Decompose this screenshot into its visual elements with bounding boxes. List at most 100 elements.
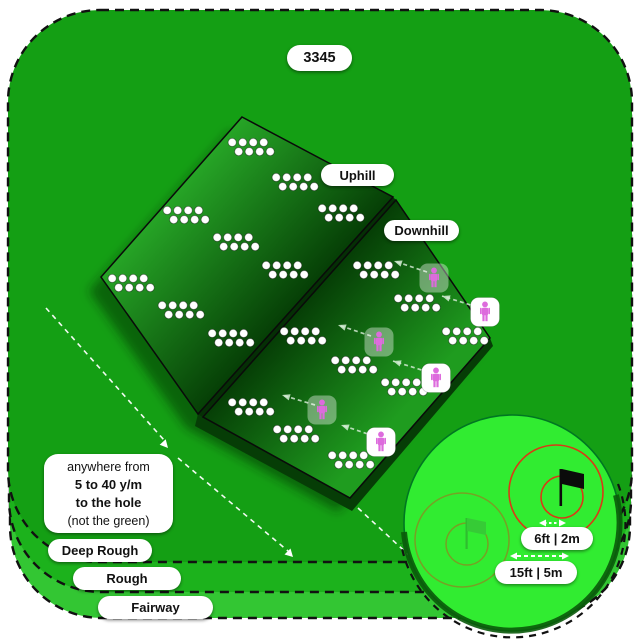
golf-ball [234, 147, 244, 157]
note-line-2: 5 to 40 y/m [74, 476, 143, 492]
golf-ball [278, 182, 288, 192]
downhill-label: Downhill [384, 220, 459, 241]
golf-ball [292, 172, 302, 182]
golf-ball [334, 213, 344, 223]
golf-ball [286, 336, 296, 346]
golf-ball [304, 424, 314, 434]
flag-pole [559, 469, 563, 506]
ball-cluster [271, 172, 319, 192]
golf-ball [173, 205, 183, 215]
golf-ball [310, 434, 320, 444]
golf-ball [235, 338, 245, 348]
person-icon [431, 367, 441, 388]
golf-ball [363, 260, 373, 270]
golf-ball [271, 172, 281, 182]
golf-ball [380, 377, 390, 387]
golf-ball [195, 310, 205, 320]
ball-cluster [279, 326, 327, 346]
ball-cluster [107, 273, 155, 293]
golf-ball [185, 310, 195, 320]
golf-ball [248, 397, 258, 407]
golf-ball [244, 407, 254, 417]
person-icon [374, 331, 384, 352]
golf-ball [368, 365, 378, 375]
note-line-1: anywhere from [67, 459, 150, 474]
golf-ball [139, 273, 149, 283]
player-marker [419, 263, 449, 293]
downhill-face [201, 198, 491, 499]
golf-ball [359, 450, 369, 460]
distance-note: anywhere from 5 to 40 y/m to the hole (n… [44, 454, 173, 533]
golf-ball [421, 303, 431, 313]
golf-ball [380, 270, 390, 280]
ball-cluster [393, 293, 441, 313]
golf-ball [128, 273, 138, 283]
golf-ball [393, 293, 403, 303]
fairway-text: Fairway [131, 600, 180, 615]
golf-ball [289, 434, 299, 444]
golf-ball [272, 424, 282, 434]
ball-cluster [227, 397, 275, 417]
golf-ball [179, 215, 189, 225]
golf-ball [338, 450, 348, 460]
golf-ball [227, 397, 237, 407]
golf-ball [259, 397, 269, 407]
golf-ball [296, 336, 306, 346]
ball-cluster [261, 260, 309, 280]
ball-cluster [207, 328, 255, 348]
golf-ball [359, 270, 369, 280]
golf-ball [300, 434, 310, 444]
golf-ball [352, 260, 362, 270]
green-distance-label: 15ft | 5m [495, 561, 577, 584]
golf-ball [365, 460, 375, 470]
golf-ball [348, 450, 358, 460]
ball-cluster [157, 300, 205, 320]
rough-label: Rough [73, 567, 181, 590]
golf-ball [452, 326, 462, 336]
ghost-flag-group [414, 492, 510, 588]
golf-ball [227, 137, 237, 147]
golf-ball [369, 270, 379, 280]
ghost-flag-pole [465, 518, 468, 549]
golf-ball [207, 328, 217, 338]
player-markers [307, 263, 500, 457]
golf-ball [200, 215, 210, 225]
golf-ball [255, 147, 265, 157]
ball-cluster [272, 424, 320, 444]
golf-ball [448, 336, 458, 346]
golf-ball [347, 365, 357, 375]
golf-ball [345, 213, 355, 223]
deep-rough-label: Deep Rough [48, 539, 152, 562]
golf-ball [118, 273, 128, 283]
golf-ball [337, 365, 347, 375]
ridge-band [198, 197, 397, 418]
golf-ball [330, 355, 340, 365]
ball-cluster [330, 355, 378, 375]
golf-ball [401, 377, 411, 387]
golf-ball [317, 203, 327, 213]
uphill-label: Uphill [321, 164, 394, 186]
inset-dashed-edge [399, 483, 627, 639]
golf-ball [384, 260, 394, 270]
golf-ball [214, 338, 224, 348]
golf-ball [412, 377, 422, 387]
throw-arrow [340, 424, 375, 437]
golf-ball [255, 407, 265, 417]
golf-ball [311, 326, 321, 336]
golf-ball [390, 270, 400, 280]
golf-ball [223, 232, 233, 242]
golf-ball [244, 147, 254, 157]
ball-cluster [227, 137, 275, 157]
golf-ball [362, 355, 372, 365]
golf-ball [469, 336, 479, 346]
person-icon [480, 301, 490, 322]
ball-clusters [107, 137, 489, 470]
uphill-text: Uphill [339, 167, 376, 183]
green-distance-arrow [510, 552, 569, 560]
golf-ball [265, 407, 275, 417]
golf-ball [410, 303, 420, 313]
deep-rough-text: Deep Rough [61, 543, 139, 558]
golf-ball [324, 213, 334, 223]
ghost-outer-ring [414, 492, 510, 588]
golf-ball [250, 242, 260, 252]
